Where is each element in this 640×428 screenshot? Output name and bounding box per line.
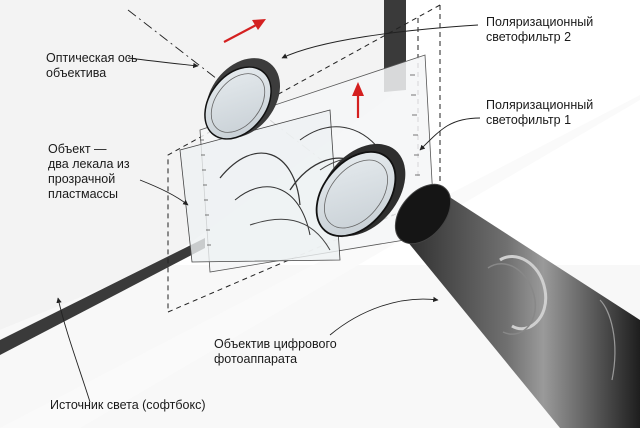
camera-lens [394, 183, 640, 428]
label-polarizer-2-line2: светофильтр 2 [486, 30, 572, 44]
label-optical-axis-line2: объектива [46, 66, 107, 80]
label-polarizer-1-line2: светофильтр 1 [486, 113, 572, 127]
leader-light-source [56, 297, 91, 403]
label-object-line4: пластмассы [48, 187, 119, 201]
leader-lens [329, 296, 439, 336]
polarizer-filter-1 [315, 143, 406, 238]
label-lens: Объектив цифрового фотоаппарата [214, 337, 337, 367]
label-polarizer-1: Поляризационный светофильтр 1 [486, 98, 593, 128]
leader-object [139, 179, 189, 206]
label-object-line2: два лекала из [48, 157, 130, 171]
label-lens-line1: Объектив цифрового [214, 337, 337, 351]
label-object: Объект — два лекала из прозрачной пластм… [48, 142, 130, 202]
label-light-source: Источник света (софтбокс) [50, 398, 206, 413]
leader-optical-axis [127, 57, 199, 69]
label-polarizer-2: Поляризационный светофильтр 2 [486, 15, 593, 45]
polarizer-filter-2 [204, 58, 281, 140]
label-light-source-line1: Источник света (софтбокс) [50, 398, 206, 412]
label-object-line1: Объект — [48, 142, 107, 156]
polarization-arrow-2 [223, 19, 266, 43]
leader-polarizer-2 [281, 24, 479, 59]
leader-polarizer-1 [419, 117, 481, 151]
label-optical-axis-line1: Оптическая ось [46, 51, 138, 65]
label-optical-axis: Оптическая ось объектива [46, 51, 138, 81]
label-polarizer-2-line1: Поляризационный [486, 15, 594, 29]
label-lens-line2: фотоаппарата [214, 352, 298, 366]
label-object-line3: прозрачной [48, 172, 116, 186]
polarization-arrow-1 [352, 82, 364, 118]
label-polarizer-1-line1: Поляризационный [486, 98, 594, 112]
